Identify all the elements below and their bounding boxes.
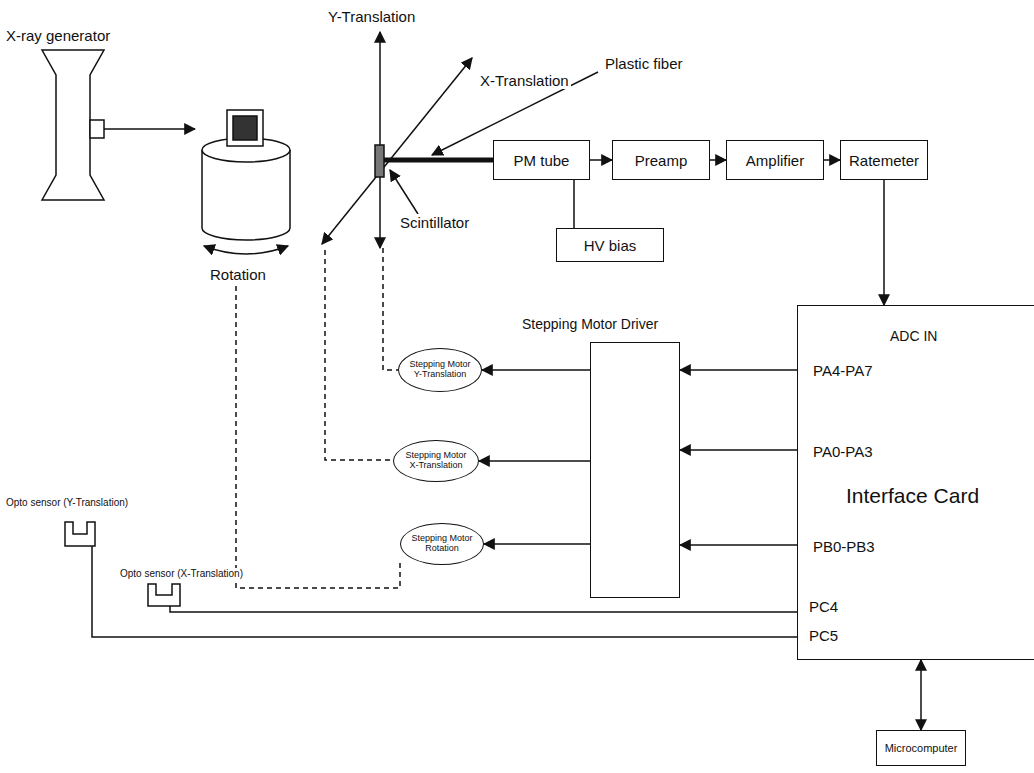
leader xyxy=(390,170,418,214)
connector xyxy=(680,449,797,451)
motor-ellipse: Stepping Motor Rotation xyxy=(400,523,484,565)
pin-label: PA0-PA3 xyxy=(813,443,872,460)
connector xyxy=(479,460,590,462)
part-label: X-ray generator xyxy=(4,27,112,44)
node-text: Stepping Motor Rotation xyxy=(409,534,475,554)
opto-sensor xyxy=(148,584,180,606)
node-text: Stepping Motor Y-Translation xyxy=(407,360,473,380)
connector xyxy=(482,369,590,371)
process-box: PM tube xyxy=(493,140,590,180)
sample xyxy=(227,110,263,146)
pin-label: PC4 xyxy=(809,598,838,615)
process-box: Microcomputer xyxy=(876,730,966,766)
connector xyxy=(824,159,840,161)
connector xyxy=(590,159,612,161)
connector xyxy=(680,544,797,546)
interface-card: ADC IN PA4-PA7PA0-PA3Interface CardPB0-PB… xyxy=(797,305,1034,660)
pin-label: PA4-PA7 xyxy=(813,362,872,379)
x-axis xyxy=(322,58,472,244)
rotation-arrow xyxy=(204,246,288,254)
plastic-fiber xyxy=(384,158,493,163)
node-text: Stepping Motor X-Translation xyxy=(403,451,469,471)
node-text: Amplifier xyxy=(746,152,804,169)
node-text: Microcomputer xyxy=(885,742,958,754)
node-text: Stepping Motor Driver xyxy=(520,316,660,332)
process-box: HV bias xyxy=(556,228,664,262)
wire xyxy=(170,606,797,612)
pin-label: Interface Card xyxy=(846,484,979,508)
xray-beam xyxy=(104,128,195,130)
connector xyxy=(680,369,797,371)
pin-label: PC5 xyxy=(809,627,838,644)
sample-core xyxy=(233,116,257,140)
opto-sensor xyxy=(65,522,95,546)
part-label: Plastic fiber xyxy=(603,55,685,72)
xray-tube xyxy=(42,50,104,200)
rotation-cylinder xyxy=(202,150,290,240)
xray-window xyxy=(90,120,104,138)
pin-label: ADC IN xyxy=(890,328,937,344)
motor-ellipse: Stepping Motor Y-Translation xyxy=(398,348,482,392)
part-label: X-Translation xyxy=(478,72,571,89)
motor-ellipse: Stepping Motor X-Translation xyxy=(393,440,479,482)
node-text: HV bias xyxy=(584,237,637,254)
node-text: Preamp xyxy=(635,152,688,169)
connector xyxy=(484,543,590,545)
scintillator xyxy=(375,145,384,177)
process-box: Ratemeter xyxy=(840,140,928,180)
mechanical-link xyxy=(325,250,393,460)
pin-label: PB0-PB3 xyxy=(813,538,875,555)
mechanical-link xyxy=(236,268,400,588)
part-label: Y-Translation xyxy=(326,8,417,25)
part-label: Opto sensor (Y-Translation) xyxy=(4,497,130,509)
part-label: Opto sensor (X-Translation) xyxy=(118,568,245,580)
y-axis xyxy=(379,32,381,248)
connector xyxy=(883,180,885,305)
part-label: Rotation xyxy=(208,266,268,283)
driver-box xyxy=(590,342,680,598)
process-box: Amplifier xyxy=(726,140,824,180)
connector xyxy=(710,159,726,161)
part-label: Scintillator xyxy=(398,214,471,231)
connector xyxy=(920,660,922,730)
process-box: Preamp xyxy=(612,140,710,180)
node-text: PM tube xyxy=(514,152,570,169)
node-text: Ratemeter xyxy=(849,152,919,169)
mechanical-link xyxy=(383,248,398,370)
